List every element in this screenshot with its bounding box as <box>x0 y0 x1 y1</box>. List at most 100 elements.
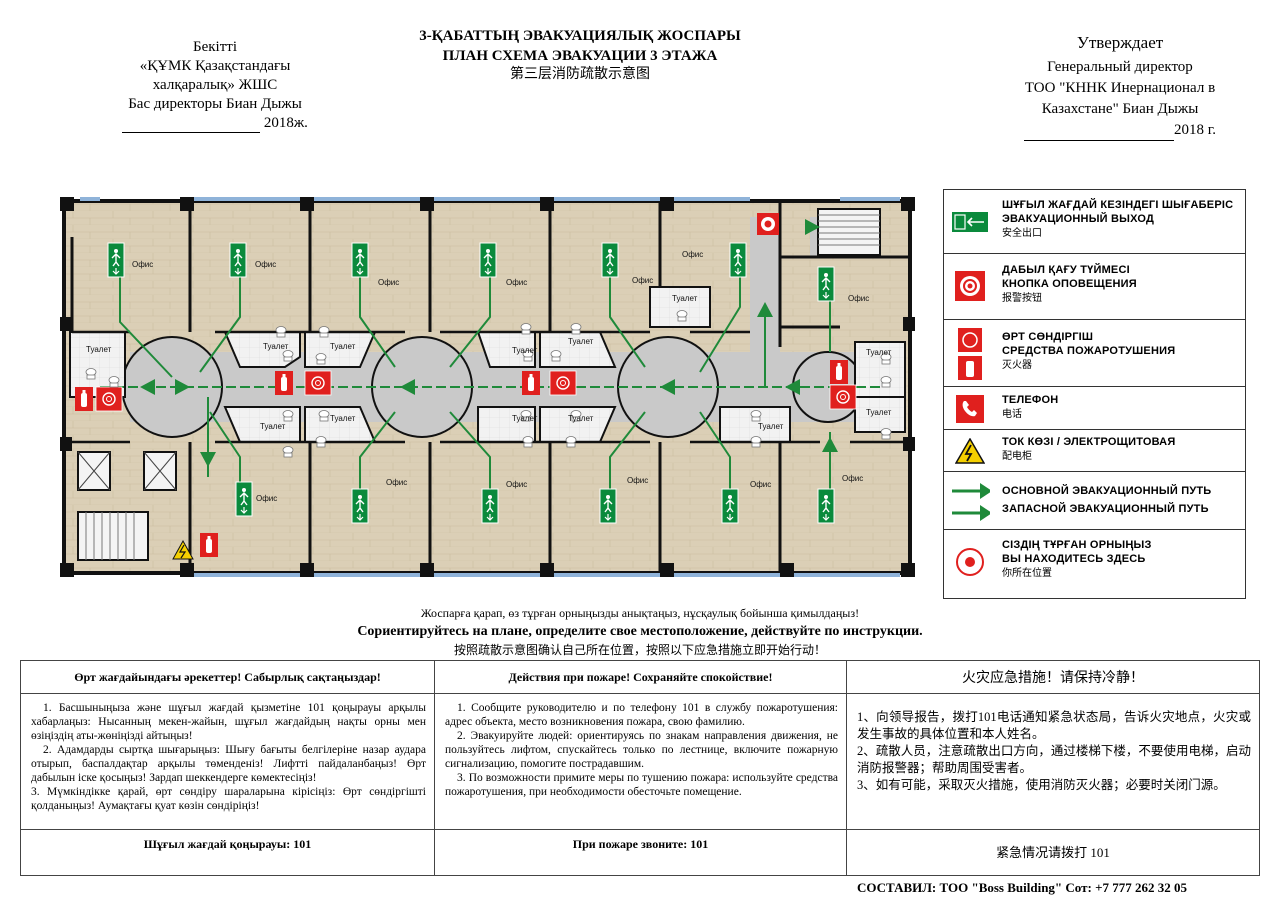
legend-alarm-ru: КНОПКА ОПОВЕЩЕНИЯ <box>1002 278 1137 290</box>
office-label: Офис <box>632 276 653 285</box>
exit-sign-icon <box>950 202 990 242</box>
alarm-button-icon <box>950 266 990 306</box>
toilet-label: Туалет <box>330 414 356 423</box>
toilet-label: Туалет <box>866 348 892 357</box>
office-label: Офис <box>750 480 771 489</box>
legend-extinguisher-zh: 灭火器 <box>1002 360 1032 371</box>
fire-extinguisher-icon <box>950 328 990 380</box>
legend-row-routes: ОСНОВНОЙ ЭВАКУАЦИОННЫЙ ПУТЬ ЗАПАСНОЙ ЭВАК… <box>944 472 1245 530</box>
approval-title: Бекітті <box>192 39 237 55</box>
legend-here-zh: 你所在位置 <box>1002 568 1052 579</box>
approval-company-line1: «ҚҰМК Қазақстандағы <box>139 58 291 74</box>
toilet-label: Туалет <box>568 414 594 423</box>
actions-zh-body: 1、向领导报告，拨打101电话通知紧急状态局，告诉火灾地点，火灾或发生事故的具体… <box>857 709 1251 794</box>
you-are-here-icon <box>950 542 990 582</box>
approval-ru-company1: ТОО "КННК Инернационал в <box>1024 80 1216 96</box>
office-label: Офис <box>627 476 648 485</box>
route-arrow-icon <box>950 476 990 526</box>
approval-ru-position: Генеральный директор <box>1047 59 1193 75</box>
toilet-label: Туалет <box>330 342 356 351</box>
actions-column-chinese: 火灾应急措施！请保持冷静！ 1、向领导报告，拨打101电话通知紧急状态局，告诉火… <box>847 661 1259 875</box>
toilet-label: Туалет <box>512 414 538 423</box>
phone-icon <box>950 389 990 429</box>
office-label: Офис <box>255 260 276 269</box>
actions-zh-step2: 2、疏散人员，注意疏散出口方向，通过楼梯下楼，不要使用电梯，启动消防报警器；帮助… <box>857 744 1251 775</box>
corridor-walls <box>72 330 905 444</box>
office-label: Офис <box>848 294 869 303</box>
actions-ru-body: 1. Сообщите руководителю и по телефону 1… <box>445 701 838 799</box>
actions-zh-step1: 1、向领导报告，拨打101电话通知紧急状态局，告诉火灾地点，火灾或发生事故的具体… <box>857 710 1251 741</box>
office-label: Офис <box>132 260 153 269</box>
approval-date: 2018ж. <box>263 115 308 131</box>
toilet-label: Туалет <box>758 422 784 431</box>
actions-kk-step1: 1. Басшыныңыза және шұғыл жағдай қызметі… <box>31 702 426 742</box>
toilet-blocks <box>69 286 906 443</box>
plan-title-kazakh: 3-ҚАБАТТЫҢ ЭВАКУАЦИЯЛЫҚ ЖОСПАРЫ <box>419 28 741 44</box>
actions-kk-title: Өрт жағдайындағы әрекеттер! Сабырлық сақ… <box>21 661 434 694</box>
legend-row-you-are-here: СІЗДІҢ ТҰРҒАН ОРНЫҢЫЗ ВЫ НАХОДИТЕСЬ ЗДЕСЬ… <box>944 530 1245 598</box>
legend-extinguisher-kk: ӨРТ СӨНДІРГІШ <box>1002 331 1094 343</box>
electrical-panel-icon <box>172 539 194 560</box>
actions-kk-step2: 2. Адамдарды сыртқа шығарыңыз: Шығу бағы… <box>31 744 426 784</box>
approval-company-line2: халқаралық» ЖШС <box>152 77 278 93</box>
actions-zh-emergency-call: 紧急情况请拨打 101 <box>847 829 1259 875</box>
window-marks <box>80 197 900 577</box>
office-label: Офис <box>386 478 407 487</box>
approval-ru-title: Утверждает <box>1076 33 1164 52</box>
approval-block-kazakh: Бекітті «ҚҰМК Қазақстандағы халқаралық» … <box>70 38 360 133</box>
instruction-kazakh: Жоспарға қарап, өз тұрған орныңызды анық… <box>420 606 860 620</box>
office-label: Офис <box>842 474 863 483</box>
legend-exit-ru: ЭВАКУАЦИОННЫЙ ВЫХОД <box>1002 213 1155 225</box>
legend-route-main: ОСНОВНОЙ ЭВАКУАЦИОННЫЙ ПУТЬ <box>1002 485 1212 497</box>
toilet-label: Туалет <box>260 422 286 431</box>
approval-block-russian: Утверждает Генеральный директор ТОО "КНН… <box>1005 32 1235 141</box>
plan-title-russian: ПЛАН СХЕМА ЭВАКУАЦИИ 3 ЭТАЖА <box>442 48 718 64</box>
plan-title-chinese: 第三层消防疏散示意图 <box>510 67 650 82</box>
legend-phone-zh: 电话 <box>1002 409 1022 420</box>
office-label: Офис <box>682 250 703 259</box>
legend-alarm-zh: 报警按钮 <box>1002 293 1042 304</box>
legend-route-reserve: ЗАПАСНОЙ ЭВАКУАЦИОННЫЙ ПУТЬ <box>1002 503 1209 515</box>
stairs-left <box>77 511 149 561</box>
toilet-label: Туалет <box>86 345 112 354</box>
fire-equipment <box>75 213 857 557</box>
office-label: Офис <box>506 480 527 489</box>
approval-director: Бас директоры Биан Дыжы <box>128 96 302 112</box>
electric-hazard-icon <box>950 431 990 471</box>
legend-phone-kk: ТЕЛЕФОН <box>1002 394 1059 406</box>
plan-title-block: 3-ҚАБАТТЫҢ ЭВАКУАЦИЯЛЫҚ ЖОСПАРЫ ПЛАН СХЕ… <box>380 26 780 84</box>
actions-kk-body: 1. Басшыныңыза және шұғыл жағдай қызметі… <box>31 701 426 813</box>
legend-alarm-kk: ДАБЫЛ ҚАҒУ ТҮЙМЕСІ <box>1002 264 1130 276</box>
toilet-label: Туалет <box>512 346 538 355</box>
toilet-label: Туалет <box>568 337 594 346</box>
legend-exit-zh: 安全出口 <box>1002 228 1042 239</box>
floor-plan: Офис Офис Офис Офис Офис Офис Офис Офис … <box>60 197 915 577</box>
compiled-by: СОСТАВИЛ: ТОО "Boss Building" Сот: +7 77… <box>857 880 1187 895</box>
instruction-russian: Сориентируйтесь на плане, определите сво… <box>357 624 923 639</box>
approval-ru-date-line: 2018 г. <box>1005 120 1235 141</box>
office-walls <box>70 201 910 573</box>
legend-row-phone: ТЕЛЕФОН 电话 <box>944 387 1245 430</box>
actions-column-russian: Действия при пожаре! Сохраняйте спокойст… <box>435 661 847 875</box>
office-label: Офис <box>256 494 277 503</box>
office-label: Офис <box>506 278 527 287</box>
actions-ru-emergency-call: При пожаре звоните: 101 <box>435 829 846 875</box>
legend-extinguisher-ru: СРЕДСТВА ПОЖАРОТУШЕНИЯ <box>1002 345 1176 357</box>
legend-electric-zh: 配电柜 <box>1002 451 1032 462</box>
legend-row-electric: ТОК КӨЗІ / ЭЛЕКТРОЩИТОВАЯ 配电柜 <box>944 430 1245 472</box>
actions-ru-step3: 3. По возможности примите меры по тушени… <box>445 772 838 798</box>
approval-ru-company2: Казахстане" Биан Дыжы <box>1041 101 1199 117</box>
actions-ru-step1: 1. Сообщите руководителю и по телефону 1… <box>445 702 838 728</box>
office-label: Офис <box>378 278 399 287</box>
fire-actions-table: Өрт жағдайындағы әрекеттер! Сабырлық сақ… <box>20 660 1260 876</box>
actions-zh-step3: 3、如有可能，采取灭火措施，使用消防灭火器；必要时关闭门源。 <box>857 778 1226 792</box>
actions-ru-step2: 2. Эвакуируйте людей: ориентируясь по зн… <box>445 730 838 770</box>
legend-here-kk: СІЗДІҢ ТҰРҒАН ОРНЫҢЫЗ <box>1002 539 1152 551</box>
toilet-label: Туалет <box>263 342 289 351</box>
legend-here-ru: ВЫ НАХОДИТЕСЬ ЗДЕСЬ <box>1002 553 1146 565</box>
actions-kk-step3: 3. Мүмкіндікке қарай, өрт сөндіру шарала… <box>31 786 426 812</box>
actions-ru-title: Действия при пожаре! Сохраняйте спокойст… <box>435 661 846 694</box>
legend-electric-kk: ТОК КӨЗІ / ЭЛЕКТРОЩИТОВАЯ <box>1002 436 1176 448</box>
